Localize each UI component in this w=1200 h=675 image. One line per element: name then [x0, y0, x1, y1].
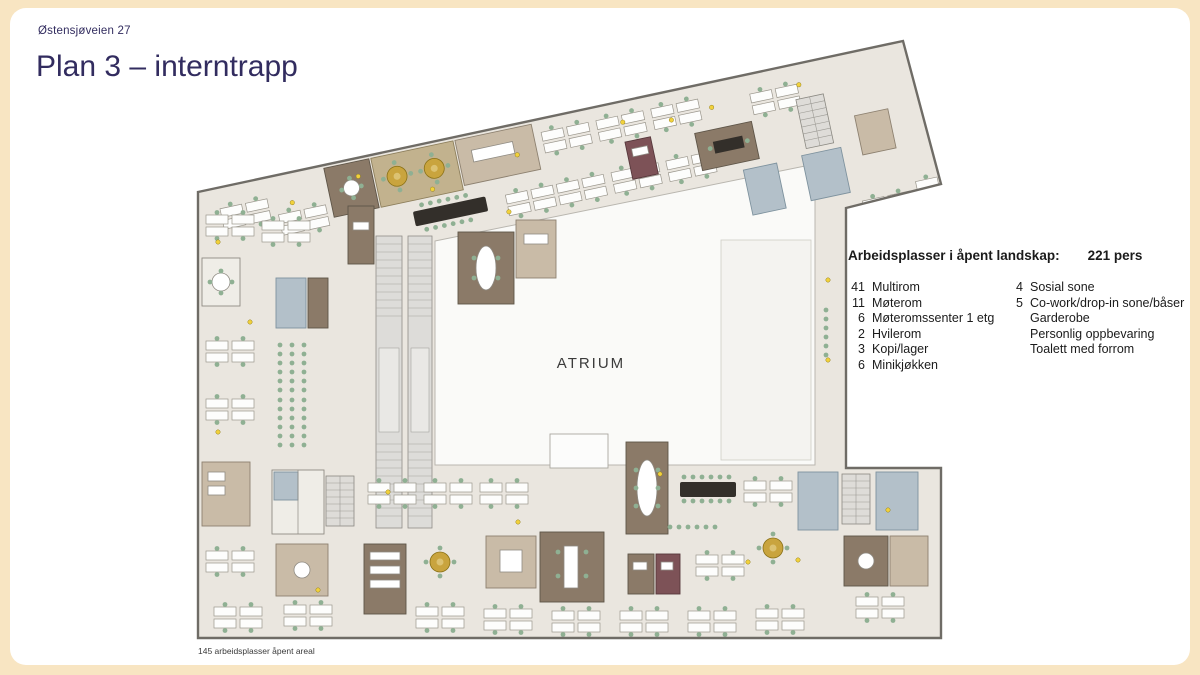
legend-item: 3 Kopi/lager: [848, 342, 1006, 358]
legend-count: 11: [852, 295, 865, 310]
legend-count: 3: [858, 342, 865, 357]
legend-item: 2 Hvilerom: [848, 327, 1006, 343]
legend-label: Sosial sone: [1030, 280, 1095, 294]
legend-heading: Arbeidsplasser i åpent landskap: 221 per…: [848, 248, 1193, 263]
atrium-edge-rooms: [457, 219, 557, 305]
legend-count: 6: [858, 357, 865, 372]
legend-item: Toalett med forrom: [1006, 342, 1186, 358]
address-text: Østensjøveien 27: [38, 25, 131, 37]
legend-label: Minikjøkken: [872, 357, 938, 372]
legend-label: Kopi/lager: [872, 342, 929, 357]
legend-label: Møterom: [872, 295, 922, 310]
stair-core-b: [407, 235, 433, 529]
legend-item: 4 Sosial sone: [1006, 280, 1186, 296]
top-wing-rooms: [218, 78, 941, 241]
legend-item: Garderobe: [1006, 311, 1186, 327]
legend-count: 6: [858, 311, 865, 326]
legend-count: 4: [1016, 280, 1023, 294]
legend-column-2: 4 Sosial sone 5 Co-work/drop-in sone/båser…: [1006, 280, 1186, 374]
legend-label: Møteromssenter 1 etg: [872, 311, 995, 326]
legend-label: Garderobe: [1030, 311, 1090, 326]
legend-count: [1006, 327, 1023, 343]
bottom-wing-rooms: [213, 441, 929, 638]
legend-label: Hvilerom: [872, 326, 922, 341]
plan-footnote: 145 arbeidsplasser åpent areal: [198, 646, 315, 656]
legend-item: 5 Co-work/drop-in sone/båser: [1006, 296, 1186, 312]
floor-plan-container: ATRIUM: [188, 30, 954, 652]
legend-label: Multirom: [872, 280, 920, 294]
legend: Arbeidsplasser i åpent landskap: 221 per…: [848, 248, 1193, 374]
legend-item: 11 Møterom: [848, 296, 1006, 312]
legend-heading-text: Arbeidsplasser i åpent landskap:: [848, 248, 1060, 263]
left-wing-rooms: [201, 205, 375, 578]
floor-plan: ATRIUM: [196, 39, 943, 640]
atrium-label: ATRIUM: [557, 355, 625, 372]
legend-count: [1006, 342, 1023, 358]
legend-count: 2: [858, 326, 865, 341]
legend-count: 41: [851, 280, 865, 294]
legend-label: Toalett med forrom: [1030, 342, 1135, 357]
stair-core-a: [375, 235, 403, 529]
legend-count: [1006, 311, 1023, 327]
legend-item: 6 Møteromssenter 1 etg: [848, 311, 1006, 327]
legend-label: Co-work/drop-in sone/båser: [1030, 295, 1185, 310]
building-outline: [196, 39, 943, 640]
legend-item: 41 Multirom: [848, 280, 1006, 296]
legend-count: 5: [1016, 295, 1023, 310]
legend-column-1: 41 Multirom 11 Møterom 6 Møteromssenter 1 e…: [848, 280, 1006, 374]
legend-label: Personlig oppbevaring: [1030, 326, 1155, 341]
slide-card: Østensjøveien 27 Plan 3 – interntrapp: [10, 8, 1190, 665]
legend-item: Personlig oppbevaring: [1006, 327, 1186, 343]
legend-total: 221 pers: [1087, 248, 1143, 263]
page-title: Plan 3 – interntrapp: [36, 50, 298, 83]
legend-columns: 41 Multirom 11 Møterom 6 Møteromssenter 1 e…: [848, 280, 1193, 374]
legend-item: 6 Minikjøkken: [848, 358, 1006, 374]
